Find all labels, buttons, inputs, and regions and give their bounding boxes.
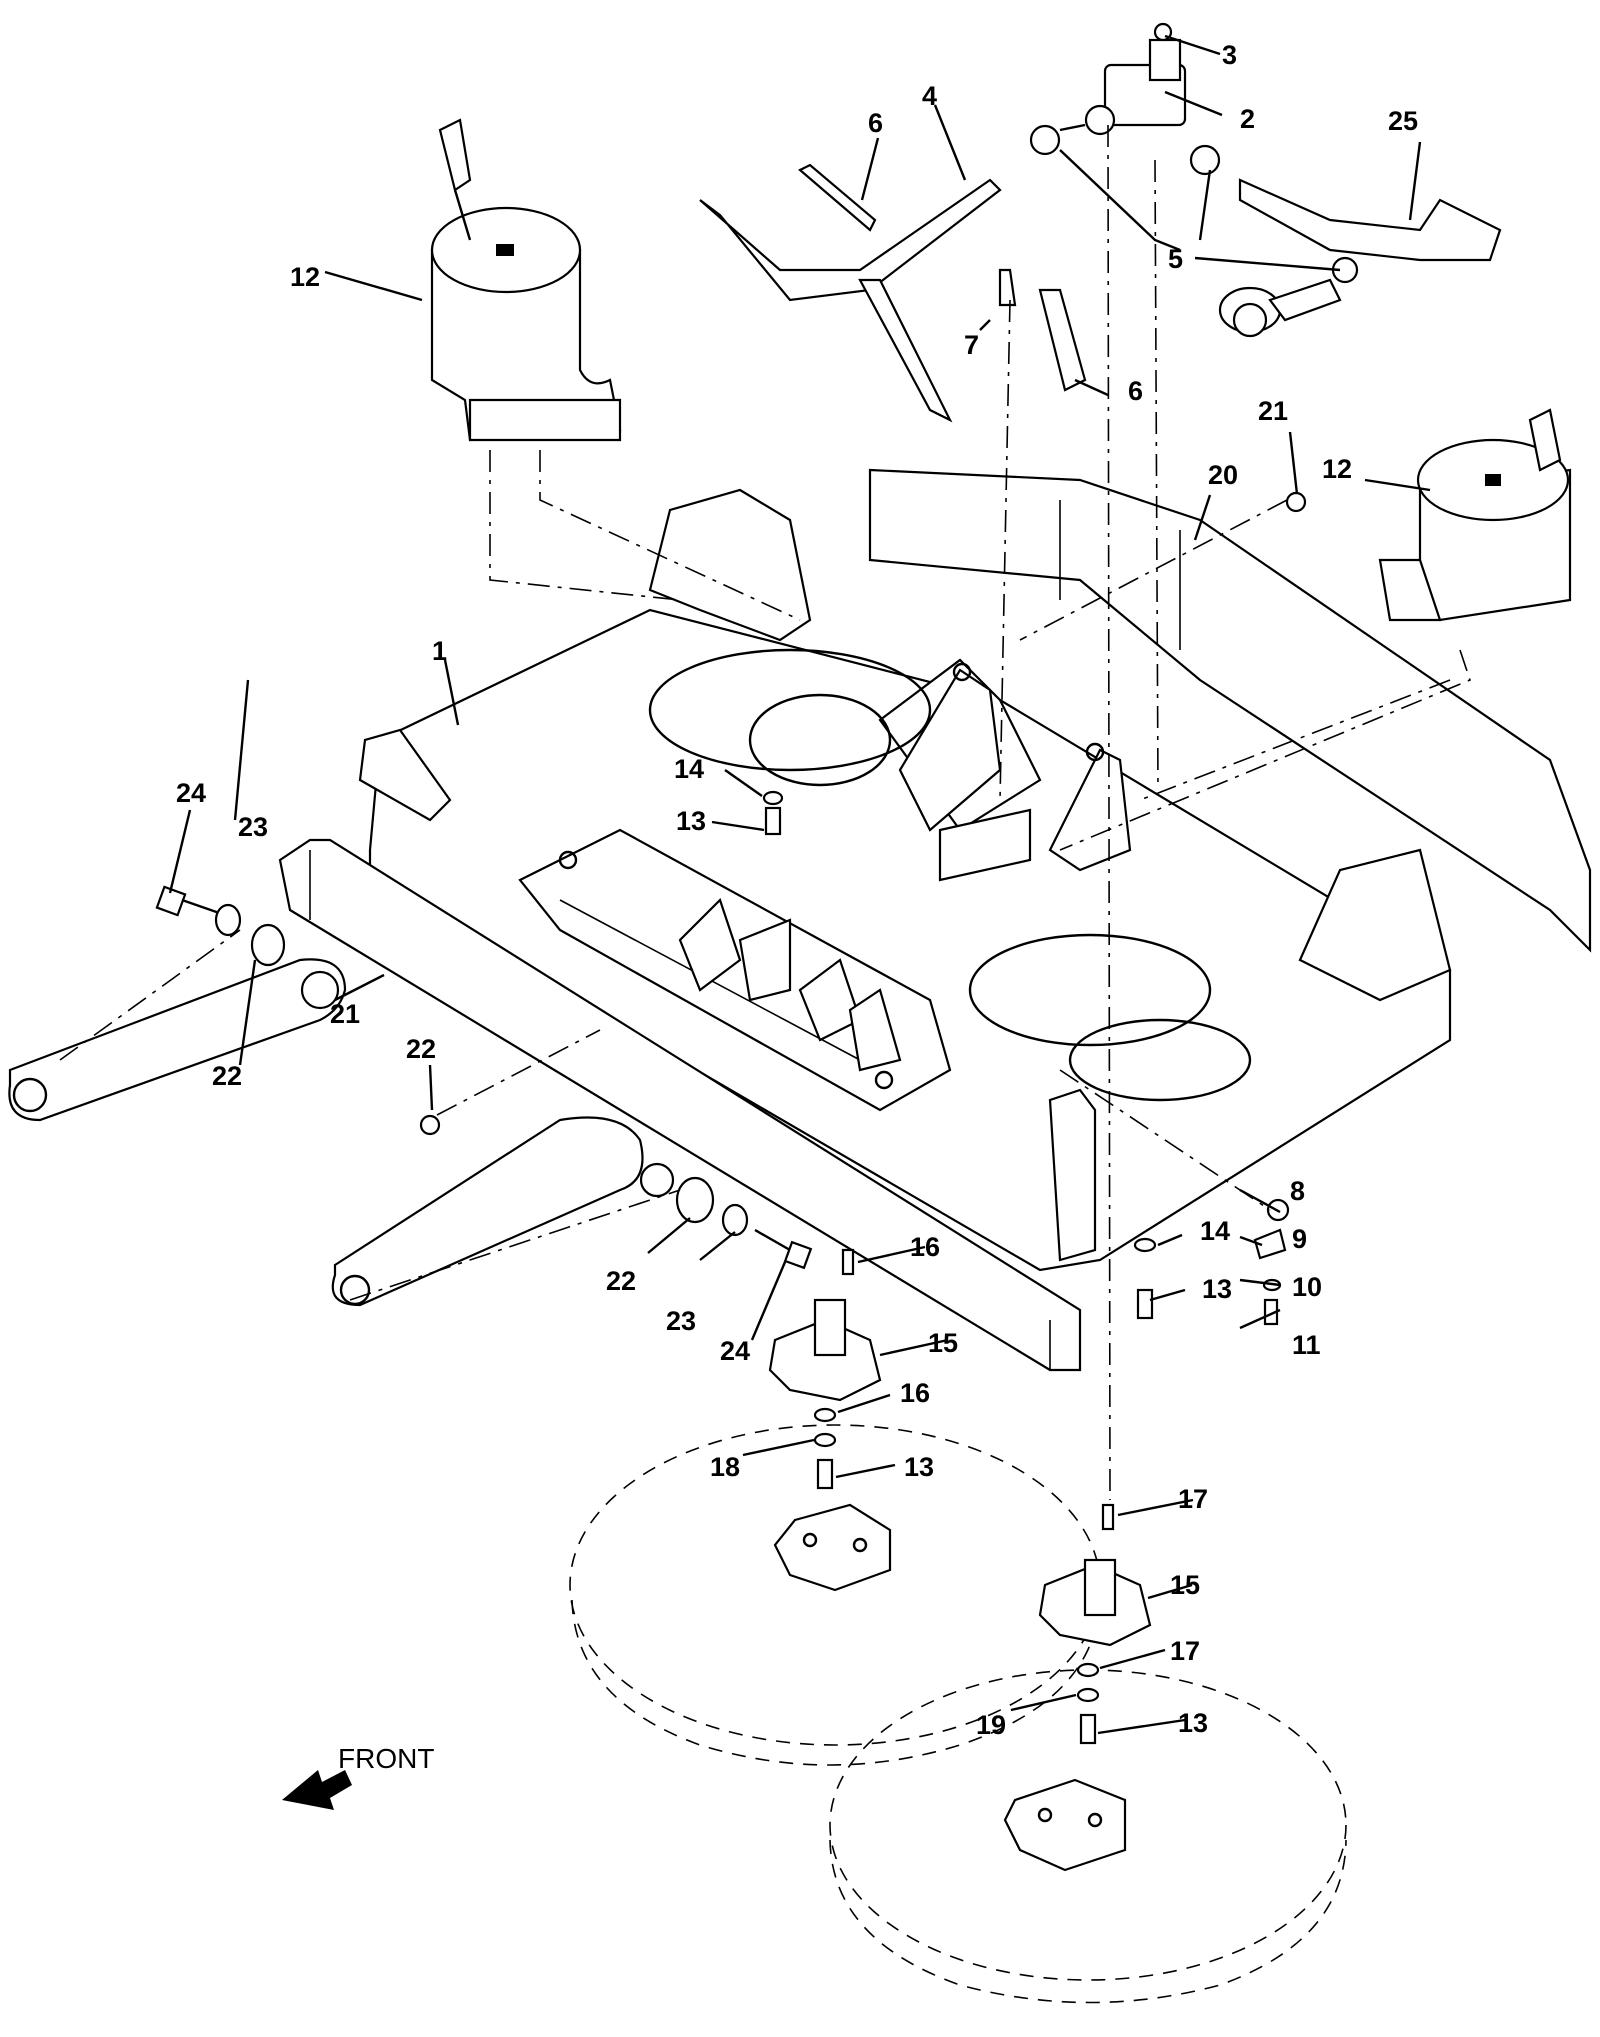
washer-14b: [1133, 1237, 1157, 1253]
callout-12-left: 12: [290, 262, 320, 292]
callout-16-top: 16: [910, 1232, 940, 1262]
spindle-rear: [1003, 1558, 1152, 1872]
callout-18-rear: 19: [976, 1710, 1006, 1740]
bolt-13b: [1079, 1713, 1097, 1745]
callout-13-left: 13: [676, 806, 706, 836]
callout-4: 4: [922, 81, 937, 111]
key-b: [1101, 1503, 1115, 1531]
tow-bolt-right: [675, 1176, 813, 1270]
clamp-9: [1253, 1228, 1287, 1260]
callout-22-left: 22: [212, 1061, 242, 1091]
callout-7: 7: [964, 330, 979, 360]
spindle-front: [768, 1298, 892, 1592]
motor-left: [430, 118, 622, 442]
callout-17-front: 16: [900, 1378, 930, 1408]
bolt-21a: [1285, 491, 1307, 513]
callout-13-right: 13: [1202, 1274, 1232, 1304]
callout-5: 5: [1168, 244, 1183, 274]
leader-lines: [168, 34, 1431, 1735]
front-label: FRONT: [338, 1743, 434, 1774]
callout-20: 21: [330, 999, 360, 1029]
callout-23-left: 23: [238, 812, 268, 842]
hose-clamp-a: [1029, 124, 1061, 156]
callout-16-bottom: 17: [1178, 1484, 1208, 1514]
tow-bolt-left: [155, 885, 286, 967]
fitting: [1218, 278, 1342, 338]
solenoid-valve: [1059, 38, 1187, 136]
callout-15-front: 15: [928, 1328, 958, 1358]
bolt-13a: [816, 1458, 834, 1490]
callout-22-right: 22: [606, 1266, 636, 1296]
washer-18b: [1076, 1687, 1100, 1703]
blade-left: [569, 1424, 1101, 1766]
front-arrow: [282, 1770, 352, 1810]
washer-17b: [1076, 1662, 1100, 1678]
alignment-lines: [59, 124, 1471, 1501]
callout-8: 8: [1290, 1176, 1305, 1206]
callout-3: 3: [1222, 40, 1237, 70]
callout-24-left: 24: [176, 778, 206, 808]
callout-14-right: 14: [1200, 1216, 1230, 1246]
callout-9: 9: [1292, 1224, 1307, 1254]
washer-18a: [813, 1432, 837, 1448]
mower-deck: [358, 488, 1452, 1272]
callout-2: 2: [1240, 104, 1255, 134]
callout-19: 20: [1208, 460, 1238, 490]
callout-15-rear: 15: [1170, 1570, 1200, 1600]
tow-arm-right: [331, 1116, 675, 1307]
key-a: [841, 1248, 855, 1276]
callout-11: 11: [1292, 1330, 1321, 1360]
bolt-21b: [419, 1114, 441, 1136]
hose-assembly: [699, 163, 1502, 423]
callout-21-top: 21: [1258, 396, 1288, 426]
motor-right: [1378, 408, 1572, 622]
callout-13-front: 13: [904, 1452, 934, 1482]
callout-10: 10: [1292, 1272, 1322, 1302]
bolt-13c: [1136, 1288, 1154, 1320]
rear-baffle: [868, 468, 1592, 953]
callout-21-bottom: 22: [406, 1034, 436, 1064]
callout-14-left: 14: [674, 754, 704, 784]
callout-23-right: 23: [666, 1306, 696, 1336]
callout-25: 25: [1388, 106, 1418, 136]
callout-6-top: 6: [868, 108, 883, 138]
callout-13-rear: 13: [1178, 1708, 1208, 1738]
callout-17-rear: 17: [1170, 1636, 1200, 1666]
washer-17a: [813, 1407, 837, 1423]
callout-1: 1: [432, 636, 447, 666]
front-skirt: [278, 838, 1082, 1372]
callout-12-right: 12: [1322, 454, 1352, 484]
callout-24-right: 24: [720, 1336, 750, 1366]
tow-arm-left: [8, 958, 347, 1122]
hose-clamp-b: [1189, 144, 1221, 176]
callout-18-front: 18: [710, 1452, 740, 1482]
bolt-13d: [764, 806, 782, 836]
callout-6-bottom: 6: [1128, 376, 1143, 406]
washer-14a: [762, 790, 784, 806]
